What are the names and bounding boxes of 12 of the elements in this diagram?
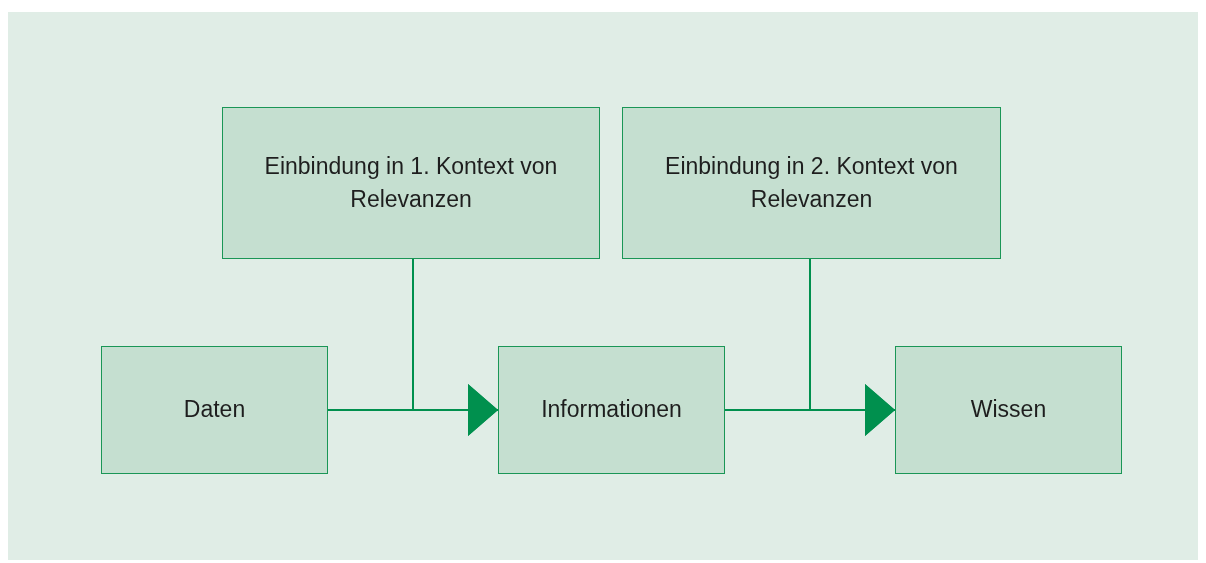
process-box (622, 107, 1001, 259)
box-label: Informationen (540, 395, 683, 425)
box-label: Einbindung in 1. Kontext von Relevanzen (263, 151, 559, 214)
process-box (101, 346, 328, 474)
box-label: Wissen (969, 395, 1048, 425)
connector-arrow (412, 258, 499, 436)
process-box (895, 346, 1122, 474)
box-label: Einbindung in 2. Kontext von Relevanzen (664, 151, 959, 214)
connector-arrow (809, 258, 896, 436)
box-label: Daten (182, 395, 247, 425)
process-box (222, 107, 600, 259)
process-box (498, 346, 725, 474)
